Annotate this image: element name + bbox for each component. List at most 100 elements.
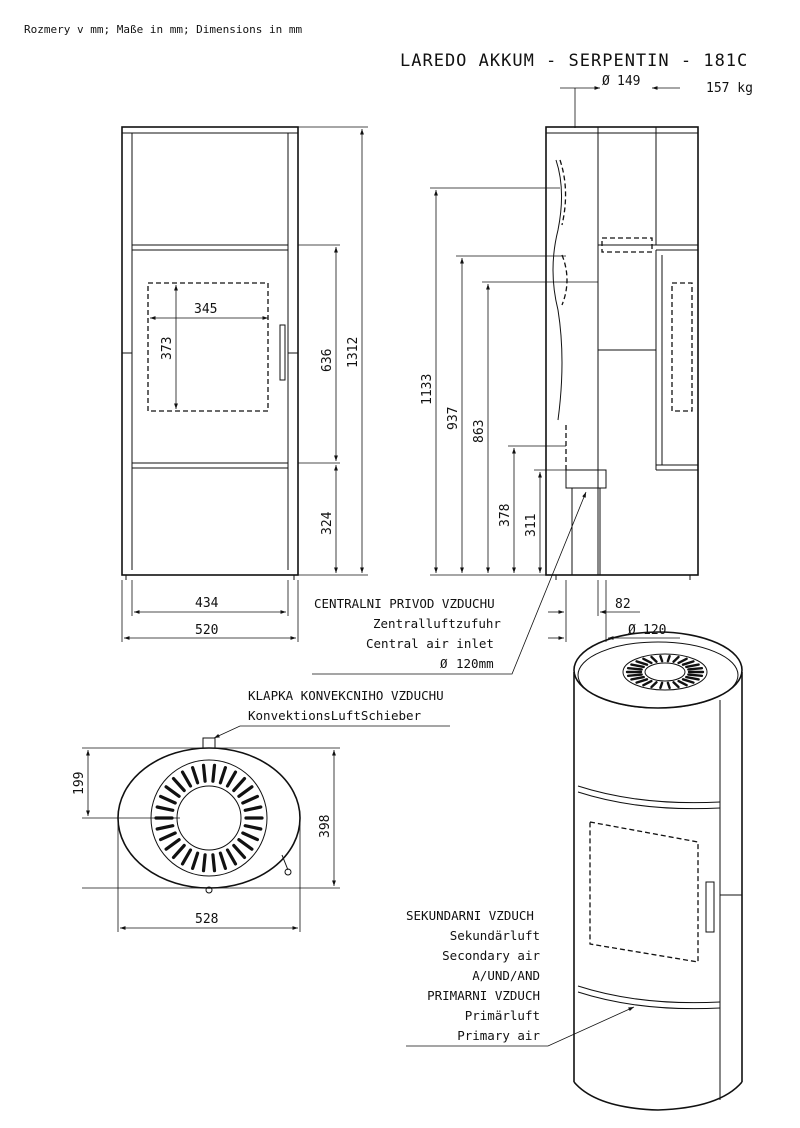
vent-slot	[672, 655, 680, 663]
vent-slot	[241, 794, 259, 805]
vent-slot	[232, 843, 247, 860]
model-title: LAREDO AKKUM - SERPENTIN - 181C	[400, 51, 748, 71]
depth-total-value: 398	[318, 815, 333, 838]
vent-slot	[659, 654, 664, 663]
air-line7: Primary air	[457, 1028, 540, 1043]
vent-slot	[171, 843, 186, 860]
vent-slot	[681, 660, 695, 666]
vent-slot	[232, 776, 247, 793]
vent-slot	[243, 824, 263, 831]
vent-slot	[218, 851, 227, 871]
top-dimensions: 199 398 528	[72, 747, 340, 932]
vent-slot	[635, 660, 649, 666]
vent-slot	[687, 673, 704, 677]
vent-slot	[685, 663, 700, 669]
air-line4: A/UND/AND	[472, 968, 540, 983]
vent-slot	[159, 831, 177, 842]
central-air-line3: Central air inlet	[366, 636, 494, 651]
vent-slot	[626, 673, 643, 677]
vent-slot	[191, 765, 200, 785]
vent-slot	[180, 848, 193, 866]
vent-slot	[687, 667, 704, 671]
top-vent-slots	[625, 654, 705, 690]
inner-width-value: 434	[195, 596, 219, 611]
convection-flap-line1: KLAPKA KONVEKCNIHO VZDUCHU	[248, 688, 444, 703]
flue-diameter-value: 149	[617, 74, 640, 89]
vent-slot	[237, 785, 254, 798]
air-callout: SEKUNDARNI VZDUCH Sekundärluft Secondary…	[406, 908, 635, 1047]
side-view	[545, 88, 699, 580]
stove-3d-view	[573, 631, 743, 1111]
diameter-symbol-icon: Ø	[440, 656, 448, 671]
top-width-value: 528	[195, 912, 218, 927]
vent-slot	[201, 853, 207, 873]
vent-slot	[225, 848, 238, 866]
air-line3: Secondary air	[442, 948, 540, 963]
vent-slot	[677, 657, 688, 665]
vent-slot	[630, 663, 645, 669]
window-height-value: 373	[160, 337, 175, 360]
top-view	[117, 737, 301, 894]
offset-value: 82	[615, 597, 631, 612]
vent-slot	[237, 838, 254, 851]
vent-slot	[642, 657, 653, 665]
central-air-line1: CENTRALNI PRIVOD VZDUCHU	[314, 596, 495, 611]
vent-slot	[626, 667, 643, 671]
air-line1: SEKUNDARNI VZDUCH	[406, 908, 534, 923]
units-note: Rozmery v mm; Maße in mm; Dimensions in …	[24, 23, 303, 36]
depth-half-value: 199	[72, 772, 87, 795]
door-handle	[279, 324, 286, 381]
convection-flap-callout: KLAPKA KONVEKCNIHO VZDUCHU KonvektionsLu…	[213, 688, 450, 739]
total-width-value: 520	[195, 623, 218, 638]
vent-slot	[243, 805, 263, 812]
vent-slot	[164, 838, 181, 851]
vent-slot	[155, 824, 175, 831]
window-outline	[147, 282, 269, 412]
central-air-line2: Zentralluftzufuhr	[373, 616, 501, 631]
vent-slot	[650, 655, 658, 663]
base-height-value: 324	[320, 511, 335, 535]
vent-slot	[677, 679, 688, 687]
h3-value: 863	[472, 420, 487, 443]
h4-value: 378	[498, 504, 513, 527]
vent-slot	[650, 681, 658, 689]
vent-slot	[155, 805, 175, 812]
vent-slot	[191, 851, 200, 871]
convection-flap-line2: KonvektionsLuftSchieber	[248, 708, 422, 723]
vent-slot	[630, 675, 645, 681]
flue-height-value: 1133	[420, 374, 435, 405]
vent-slot	[211, 853, 217, 873]
front-dimensions: 345 373 636 324 1312 434 520	[121, 126, 368, 642]
h5-value: 311	[524, 514, 539, 537]
window-width-value: 345	[194, 302, 217, 317]
central-air-line4: 120mm	[456, 656, 494, 671]
flue-diameter-dimension: Ø 149	[560, 74, 680, 90]
vent-slot	[159, 794, 177, 805]
vent-slot	[218, 765, 227, 785]
vent-slot	[666, 654, 671, 663]
vent-slot	[211, 763, 217, 783]
diameter-symbol-icon: Ø	[602, 74, 610, 89]
total-height-value: 1312	[346, 337, 361, 368]
vent-slot	[180, 770, 193, 788]
side-dimensions: 1133 937 863 378 311 82 Ø 120	[420, 187, 680, 642]
vent-slot	[635, 678, 649, 684]
air-line2: Sekundärluft	[450, 928, 540, 943]
vent-slot	[225, 770, 238, 788]
vent-slot	[672, 681, 680, 689]
vent-slot	[171, 776, 186, 793]
vent-slot	[201, 763, 207, 783]
vent-slot	[681, 678, 695, 684]
door-height-value: 636	[320, 349, 335, 372]
vent-slot	[685, 675, 700, 681]
air-inlet-diameter-value: 120	[643, 623, 666, 638]
air-line6: Primärluft	[465, 1008, 540, 1023]
front-view	[121, 126, 299, 580]
vent-slot	[659, 681, 664, 690]
weight-label: 157 kg	[706, 81, 753, 96]
central-air-callout: CENTRALNI PRIVOD VZDUCHU Zentralluftzufu…	[312, 491, 587, 675]
air-line5: PRIMARNI VZDUCH	[427, 988, 540, 1003]
h2-value: 937	[446, 407, 461, 430]
vent-slot	[241, 831, 259, 842]
